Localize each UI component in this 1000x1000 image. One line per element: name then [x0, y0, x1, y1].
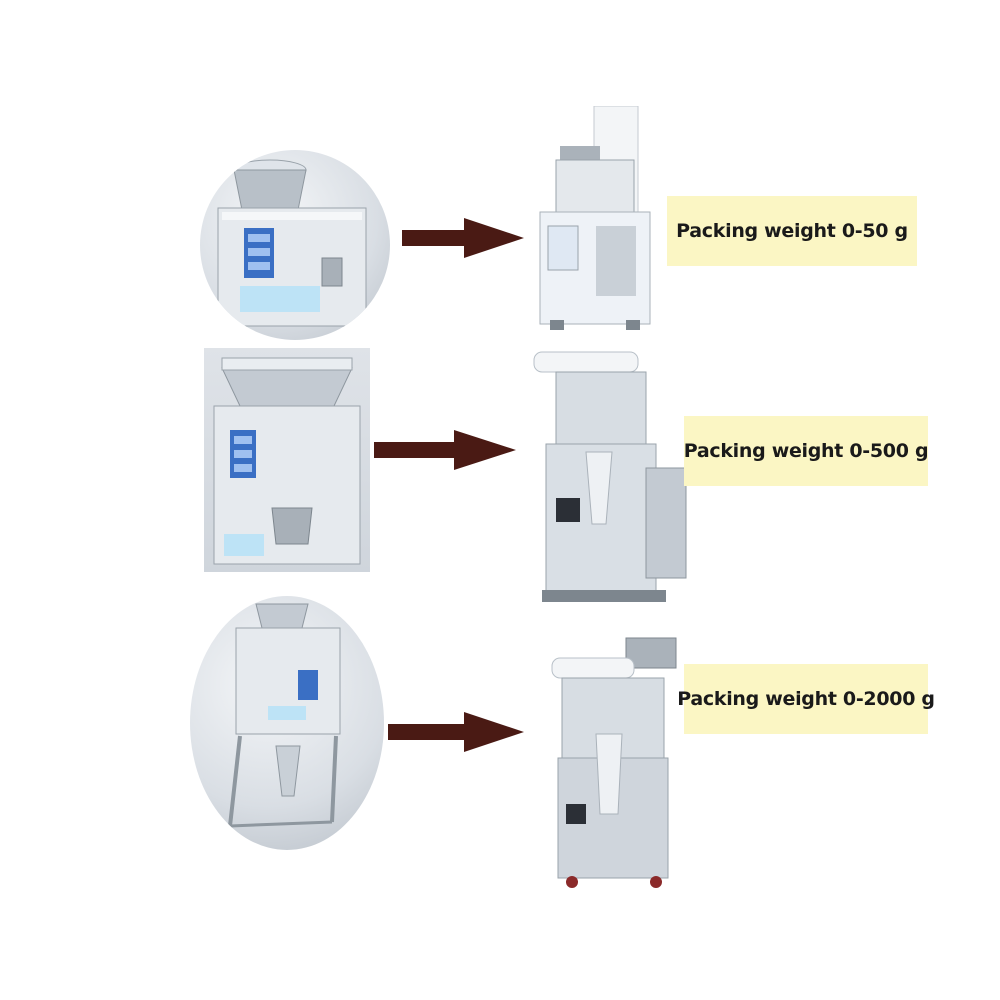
arrow-right-icon: [374, 430, 516, 470]
packing-weight-label-3: Packing weight 0-2000 g: [677, 664, 935, 734]
small-weighing-filler-photo: [200, 150, 390, 340]
medium-weighing-filler-photo: [204, 348, 370, 572]
packing-weight-label-1: Packing weight 0-50 g: [667, 196, 917, 266]
arrow-right-icon: [388, 712, 524, 752]
packing-weight-label-2: Packing weight 0-500 g: [684, 416, 929, 486]
large-weighing-filler-photo: [190, 596, 384, 850]
large-packing-machine-photo: [538, 634, 682, 890]
small-packing-machine-photo: [536, 106, 656, 332]
arrow-right-icon: [402, 218, 524, 258]
medium-packing-machine-photo: [516, 348, 688, 610]
